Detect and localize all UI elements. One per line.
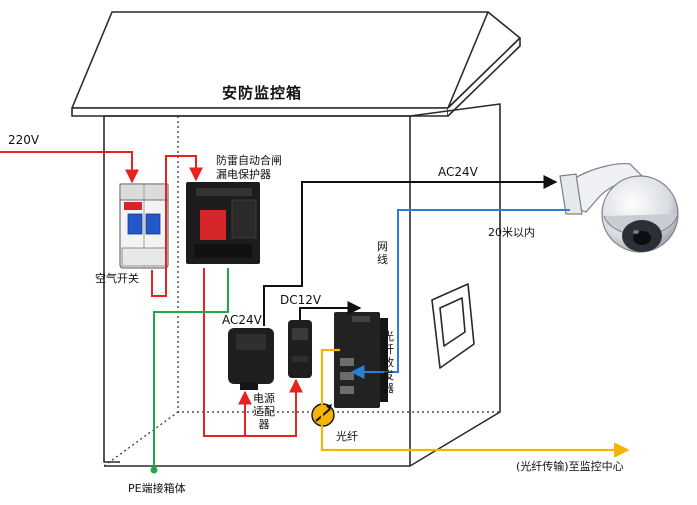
dc-adapter: [288, 320, 312, 378]
ptz-camera: [559, 163, 679, 253]
label-fiber: 光纤: [336, 430, 358, 443]
label-camera-power: AC24V: [438, 165, 478, 179]
fiber-transceiver: [334, 312, 388, 408]
wire-red-down: [203, 268, 245, 437]
label-breaker: 空气开关: [95, 272, 139, 285]
wire-dc12v: [299, 301, 362, 320]
label-adapter: 电源适配器: [253, 392, 275, 431]
ground-point: [150, 466, 158, 474]
label-network-cable: 网线: [377, 240, 388, 266]
label-protector-line2: 漏电保护器: [216, 168, 271, 181]
wire-fiber: [320, 348, 630, 458]
power-adapter: [228, 328, 274, 390]
label-ground: PE端接箱体: [128, 482, 186, 495]
label-transceiver: 光纤收发器: [383, 330, 394, 395]
wire-red-dc: [245, 378, 303, 437]
wire-ac24v-camera: [263, 175, 558, 326]
label-protector-line1: 防雷自动合闸: [216, 154, 282, 167]
surge-protector: [186, 182, 260, 264]
label-destination: (光纤传输)至监控中心: [516, 460, 624, 473]
label-distance: 20米以内: [488, 226, 535, 239]
label-220v: 220V: [8, 133, 40, 147]
wire-220v-input: [0, 151, 139, 184]
wire-ground: [153, 268, 229, 470]
label-adapter-ac24v: AC24V: [222, 313, 262, 327]
air-breaker: [119, 183, 169, 269]
enclosure-title: 安防监控箱: [222, 84, 303, 102]
enclosure: [71, 11, 521, 467]
wire-network: [350, 209, 570, 379]
label-dc12v: DC12V: [280, 293, 322, 307]
wire-breaker-to-protector: [151, 155, 203, 297]
